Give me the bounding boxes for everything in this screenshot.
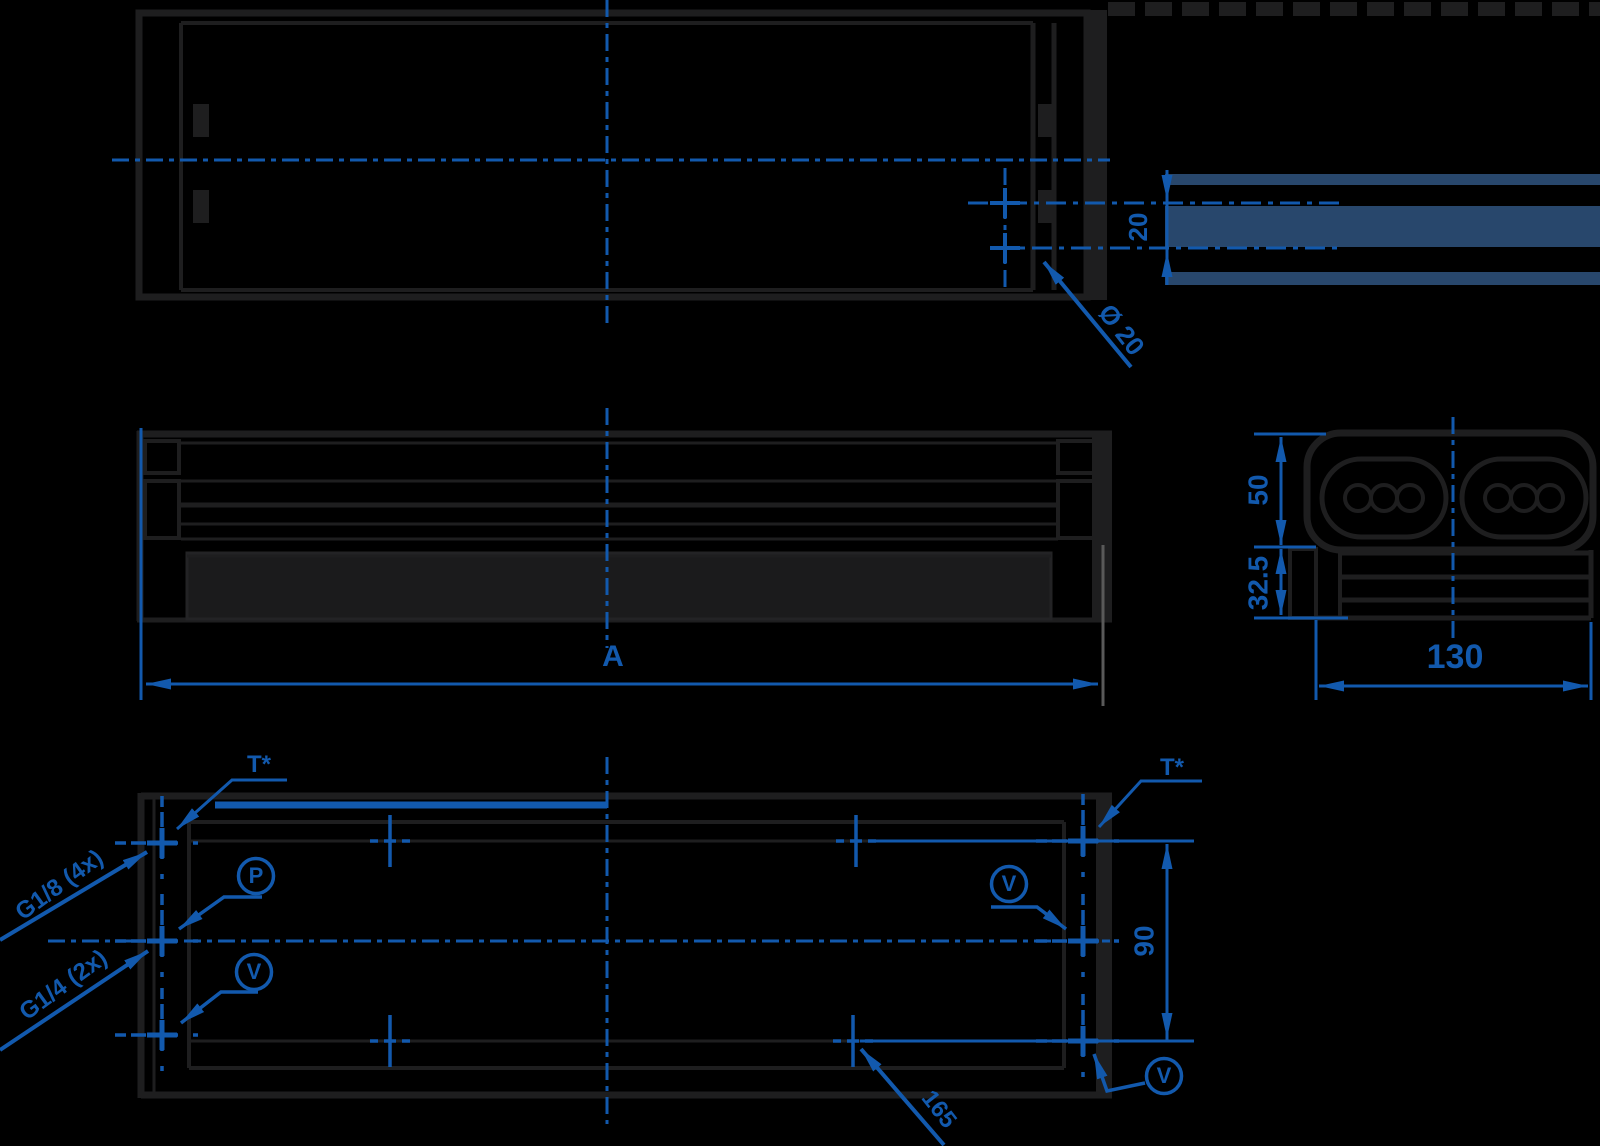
port-cross [115, 796, 209, 890]
dimension-text-90: 90 [1128, 925, 1159, 956]
slot-hole [1509, 483, 1539, 513]
right-end-plate [1092, 431, 1112, 622]
leader-line [0, 949, 150, 1052]
label-v-left: V [179, 952, 274, 1025]
port-label-p: P [249, 863, 264, 888]
label-circle [989, 864, 1029, 904]
dimension-130: 130 [1314, 620, 1593, 700]
front-view: A [136, 408, 1112, 706]
dimension-text-20: 20 [1123, 213, 1153, 242]
label-v-right-bottom: V [1092, 1053, 1184, 1096]
leader-line [859, 1047, 946, 1146]
dimension-32-5: 32.5 [1242, 549, 1348, 620]
dimension-50: 50 [1242, 432, 1326, 549]
leader-line [1092, 1053, 1146, 1094]
detail-bands [1165, 174, 1600, 285]
dimension-A: A [139, 428, 1105, 706]
end-cap-block [1056, 439, 1096, 475]
port-label-t-left: T* [247, 751, 272, 778]
port-label-v-left: V [247, 959, 262, 984]
leader-line [176, 778, 287, 831]
slot-hole [1535, 483, 1565, 513]
port-label-t-right: T* [1160, 754, 1185, 781]
slot-hole [1483, 483, 1513, 513]
sensor-slot [193, 104, 209, 137]
tick-cross [368, 1013, 412, 1069]
sensor-slot [1038, 190, 1054, 223]
label-circle [234, 952, 274, 992]
slot-hole [1343, 483, 1373, 513]
leader-line [1042, 260, 1133, 369]
carriage [185, 551, 1053, 621]
end-cap-block [1056, 479, 1096, 540]
slot-left [1319, 456, 1449, 540]
rail-notch [1288, 547, 1318, 620]
leader-line [991, 905, 1068, 931]
label-circle [1144, 1056, 1184, 1096]
leader-line [1097, 779, 1202, 829]
label-t-left: T* [176, 751, 287, 831]
sensor-slot [193, 190, 209, 223]
bottom-view: 90 T* T* G1/8 (4x) G1/4 (2x) P V [0, 751, 1202, 1146]
band-thin-bottom [1165, 272, 1600, 285]
dimension-text-A: A [602, 640, 624, 673]
right-end-plate [1096, 793, 1112, 1095]
end-cap-block [143, 439, 181, 475]
port-label-v-right-mid: V [1002, 871, 1017, 896]
slot-hole [1369, 483, 1399, 513]
carriage-profile [1303, 429, 1597, 554]
band-thick [1165, 206, 1600, 247]
slot-right [1459, 456, 1589, 540]
sensor-slot [1038, 104, 1054, 137]
slot-hole [1395, 483, 1425, 513]
body-outline [135, 9, 1091, 301]
band-thin-top [1165, 174, 1600, 185]
dimension-20: 20 [1123, 170, 1173, 285]
end-view: 50 32.5 130 [1242, 417, 1597, 700]
label-g18: G1/8 (4x) [0, 844, 149, 942]
dimension-90: 90 [860, 839, 1194, 1043]
port-label-v-right-bottom: V [1157, 1063, 1172, 1088]
dimension-text-32-5: 32.5 [1242, 556, 1273, 611]
label-circle [236, 856, 276, 896]
dimension-text-130: 130 [1427, 638, 1484, 676]
leader-line [177, 895, 262, 931]
leader-line [0, 850, 149, 942]
label-p: P [177, 856, 276, 931]
top-view: 20 Ø 20 [112, 0, 1340, 369]
leader-line [179, 990, 258, 1025]
dimension-text-50: 50 [1242, 474, 1273, 505]
end-cap-block [143, 479, 181, 540]
right-end-plate [1088, 10, 1107, 300]
label-t-right: T* [1097, 754, 1202, 829]
label-v-right-mid: V [989, 864, 1068, 931]
